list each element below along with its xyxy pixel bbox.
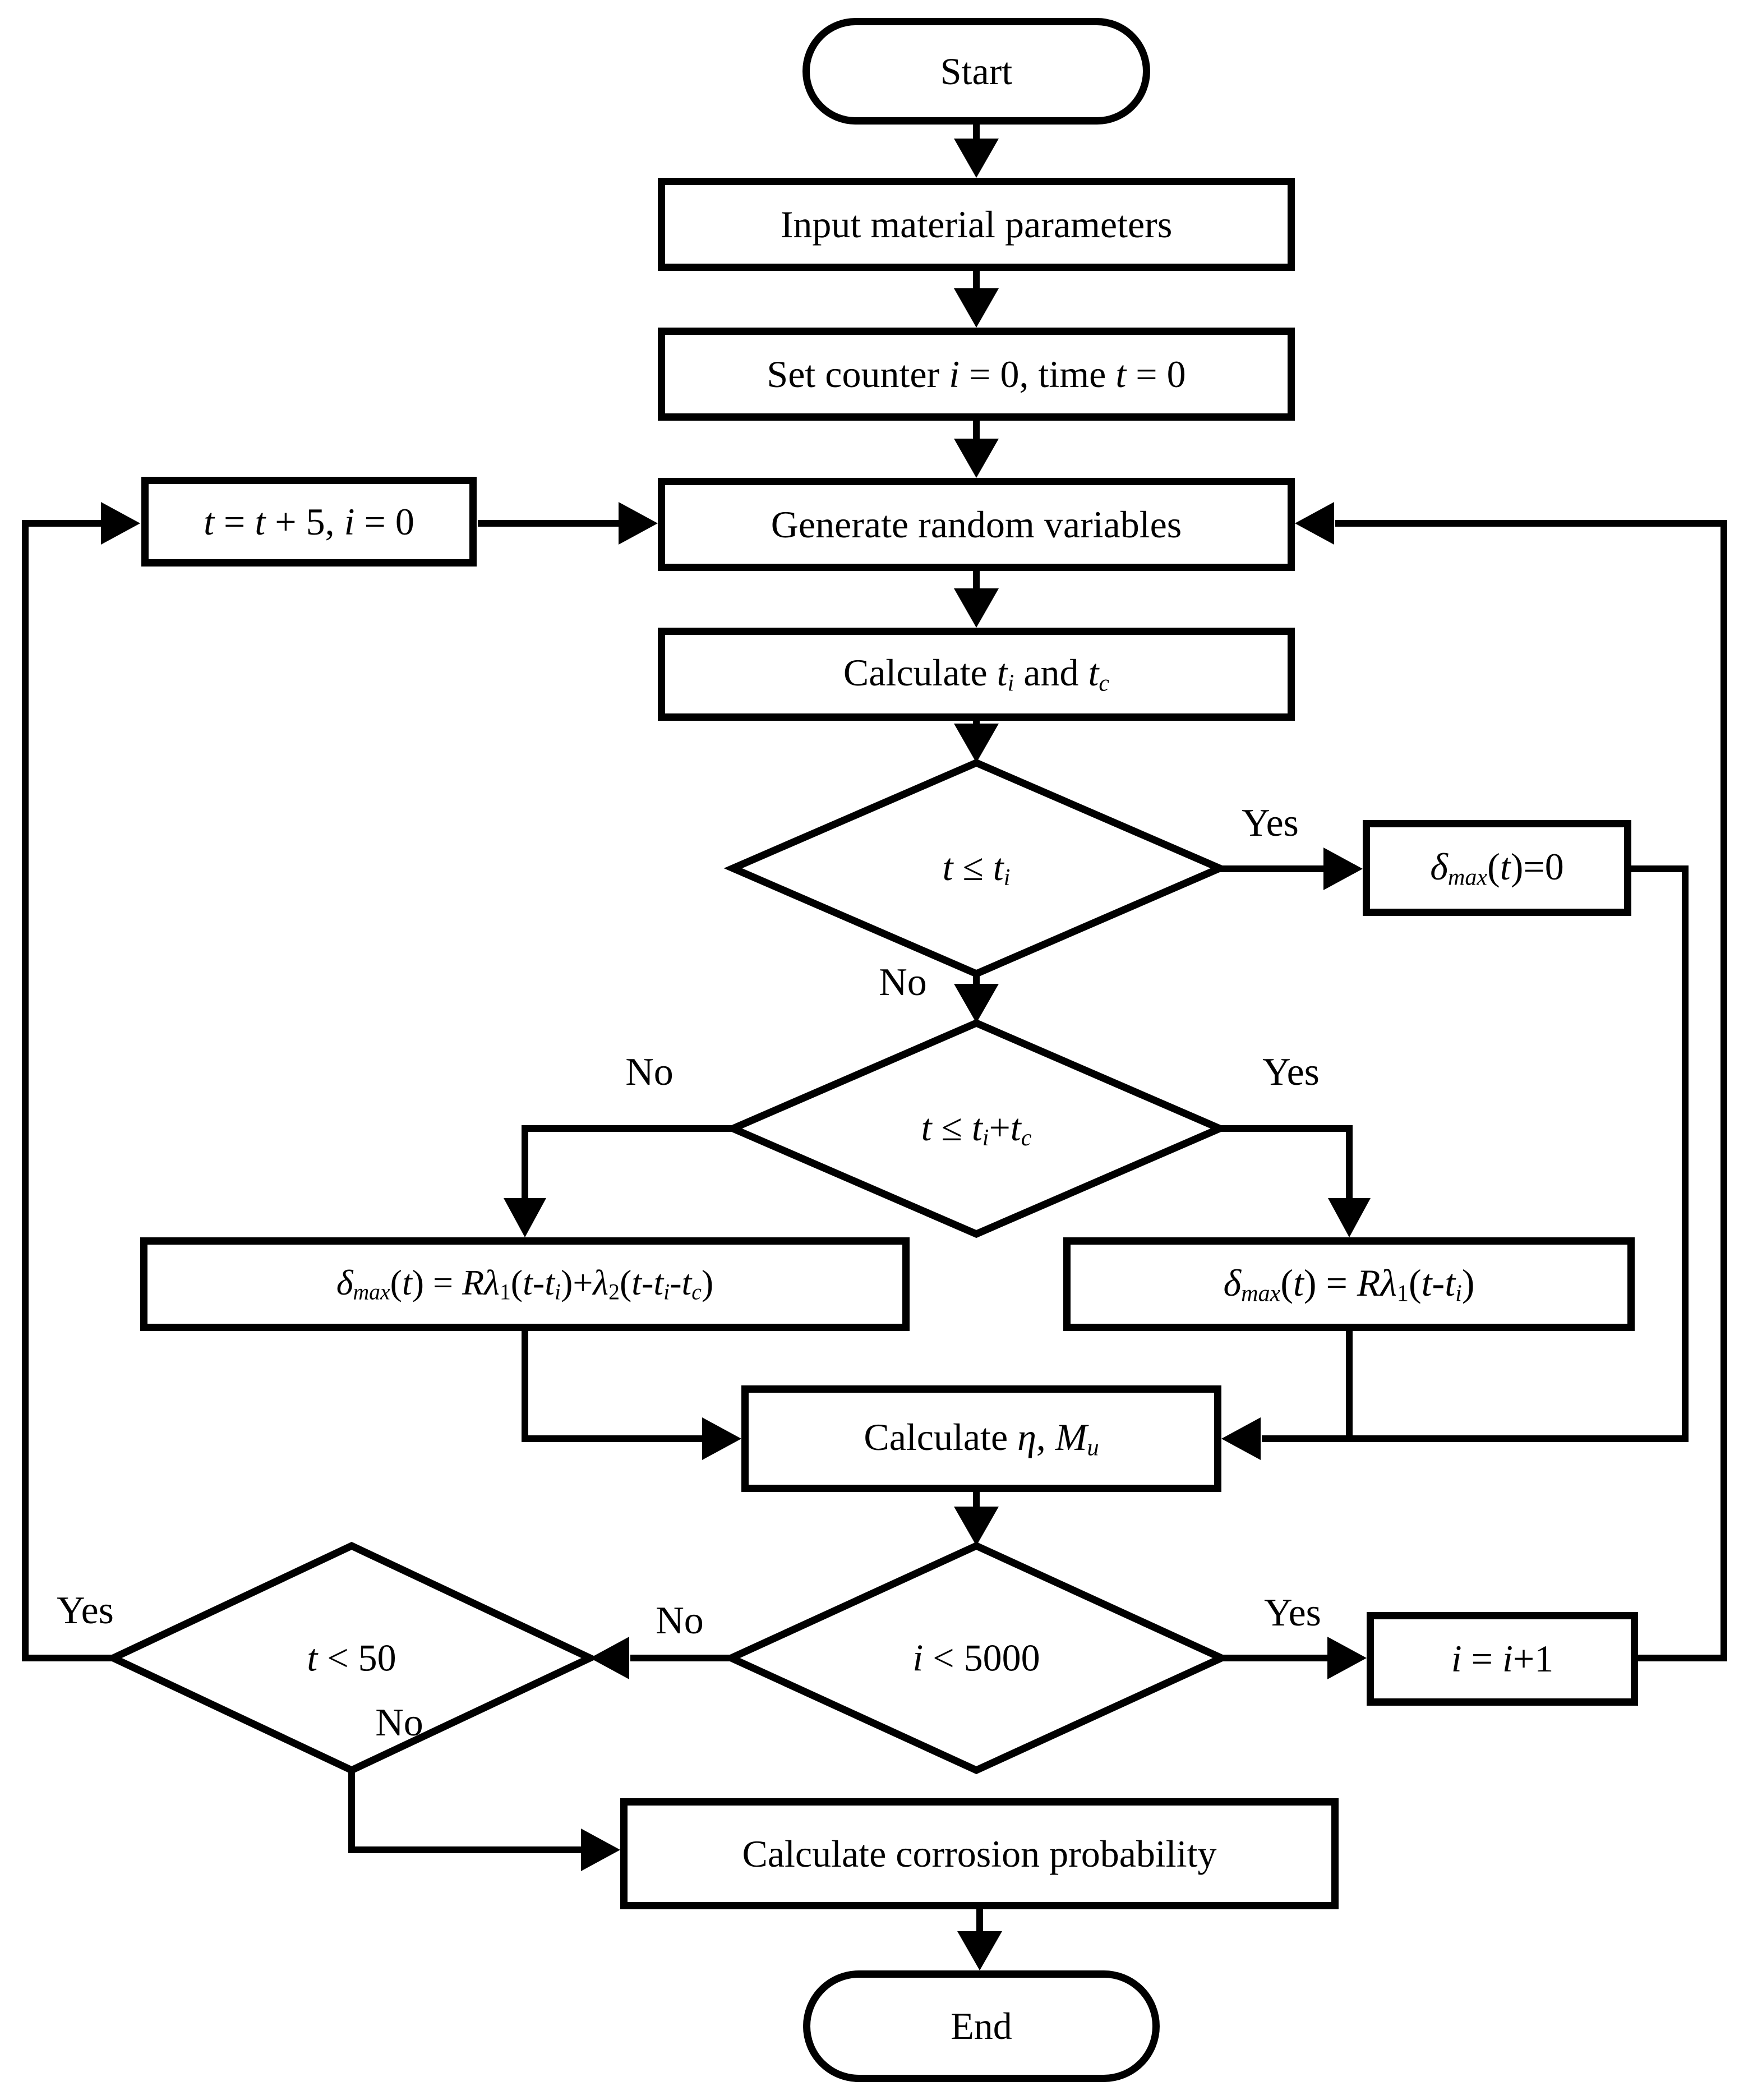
node-input-label: Input material parameters	[780, 202, 1173, 246]
arrowhead-into-counter	[954, 288, 999, 328]
node-generate-random-variables: Generate random variables	[658, 478, 1295, 571]
arrowhead-into-calceta-left	[702, 1417, 741, 1460]
edge-checktime-yes-advancetime-loop	[22, 520, 113, 1661]
edge-label-checktitc-no: No	[625, 1051, 674, 1094]
node-calculate-ti-tc-label: Calculate ti and tc	[843, 651, 1110, 697]
edge-label-checkti-yes: Yes	[1242, 802, 1299, 845]
node-delta-one-phase-label: δmax(t) = Rλ1(t-ti)	[1223, 1261, 1475, 1306]
node-start: Start	[802, 18, 1150, 125]
node-calculate-corrosion-probability: Calculate corrosion probability	[620, 1798, 1339, 1909]
node-delta-two-phase-label: δmax(t) = Rλ1(t-ti)+λ2(t-ti-tc)	[336, 1263, 714, 1305]
edge-label-checktime-yes: Yes	[57, 1589, 114, 1632]
arrowhead-into-checkiter	[954, 1507, 999, 1546]
node-delta-two-phase: δmax(t) = Rλ1(t-ti)+λ2(t-ti-tc)	[140, 1237, 910, 1331]
node-calculate-ti-tc: Calculate ti and tc	[658, 628, 1295, 721]
arrowhead-into-deltazero	[1323, 848, 1363, 890]
node-increment-i: i = i+1	[1367, 1612, 1638, 1706]
node-delta-max-zero: δmax(t)=0	[1363, 820, 1631, 916]
arrowhead-into-generate-right	[1295, 502, 1334, 545]
arrowhead-into-calcprob	[581, 1829, 620, 1871]
decision-check-titc-text: t ≤ ti+tc	[921, 1106, 1032, 1152]
arrowhead-into-checktitc	[954, 984, 999, 1023]
decision-check-time-label: t < 50	[307, 1636, 396, 1680]
node-advance-time-label: t = t + 5, i = 0	[204, 500, 414, 543]
node-end-label: End	[951, 2005, 1012, 2048]
decision-check-ti-shape	[723, 758, 1229, 978]
node-delta-max-zero-label: δmax(t)=0	[1430, 845, 1564, 890]
node-set-counter-label: Set counter i = 0, time t = 0	[767, 352, 1186, 395]
arrowhead-into-calceta-right	[1221, 1417, 1261, 1460]
arrowhead-into-input	[954, 139, 999, 178]
edge-checktime-no-calcprob	[348, 1770, 582, 1853]
edge-label-checktitc-yes: Yes	[1262, 1051, 1320, 1094]
decision-check-ti-text: t ≤ ti	[942, 845, 1011, 891]
arrowhead-into-deltaonephase	[1328, 1198, 1371, 1237]
decision-check-iter-label: i < 5000	[912, 1636, 1040, 1680]
node-calculate-eta-mu: Calculate η, Mu	[741, 1385, 1221, 1492]
edge-label-checktime-no: No	[375, 1701, 423, 1744]
node-calculate-corrosion-probability-label: Calculate corrosion probability	[742, 1832, 1217, 1875]
decision-check-time-shape	[104, 1541, 599, 1775]
edge-label-checkiter-yes: Yes	[1264, 1591, 1321, 1634]
decision-check-titc-shape	[723, 1019, 1229, 1238]
node-input-material-parameters: Input material parameters	[658, 178, 1295, 271]
edge-checktitc-no-deltatwophase	[522, 1125, 733, 1199]
decision-check-iter-shape	[722, 1541, 1230, 1775]
arrowhead-into-generate-left	[619, 502, 658, 545]
edge-deltatwophase-calceta	[522, 1331, 703, 1442]
node-advance-time: t = t + 5, i = 0	[141, 477, 477, 567]
decision-check-titc-label: t ≤ ti+tc	[921, 1106, 1032, 1152]
node-set-counter: Set counter i = 0, time t = 0	[658, 328, 1295, 421]
edge-increment-generate-loop	[1335, 520, 1727, 1661]
arrowhead-into-increment	[1327, 1637, 1367, 1679]
edge-label-checkti-no: No	[879, 961, 927, 1004]
node-calculate-eta-mu-label: Calculate η, Mu	[864, 1416, 1099, 1461]
decision-check-iter-text: i < 5000	[912, 1636, 1040, 1679]
node-increment-i-label: i = i+1	[1451, 1637, 1554, 1680]
arrowhead-into-checktime	[590, 1637, 629, 1679]
node-end: End	[803, 1970, 1160, 2082]
decision-check-ti-label: t ≤ ti	[943, 845, 1011, 891]
edge-checktitc-yes-deltaonephase	[1220, 1125, 1353, 1199]
arrowhead-into-checkti	[954, 724, 999, 763]
arrowhead-into-deltatwophase	[504, 1198, 546, 1237]
arrowhead-into-advancetime	[101, 502, 140, 545]
arrowhead-into-generate-top	[954, 439, 999, 478]
edge-deltazero-calceta	[1262, 865, 1689, 1442]
node-delta-one-phase: δmax(t) = Rλ1(t-ti)	[1063, 1237, 1635, 1331]
decision-check-time-text: t < 50	[307, 1636, 396, 1679]
node-start-label: Start	[940, 49, 1013, 93]
arrowhead-into-end	[957, 1931, 1002, 1970]
edge-label-checkiter-no: No	[656, 1599, 704, 1642]
arrowhead-into-calctimes	[954, 588, 999, 628]
node-generate-label: Generate random variables	[771, 503, 1182, 546]
